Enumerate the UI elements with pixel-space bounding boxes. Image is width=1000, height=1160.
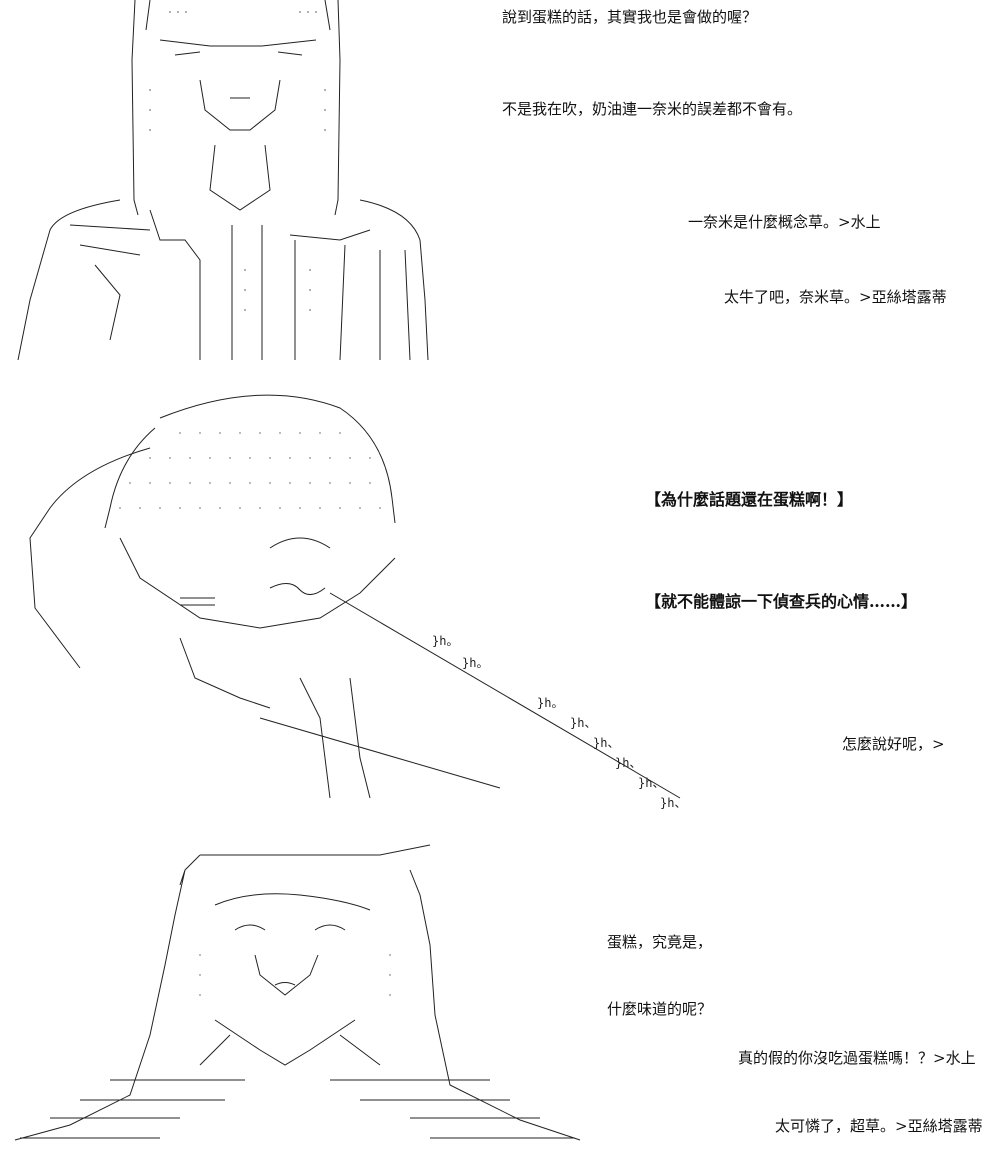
dialogue-line-5: 【為什麼話題還在蛋糕啊！】: [645, 490, 854, 509]
sfx-4: }h、: [570, 716, 597, 730]
dialogue-line-4: 太牛了吧，奈米草。>亞絲塔露蒂: [724, 288, 947, 306]
ascii-art-figure-2: [29, 394, 681, 799]
sfx-6: }h、: [615, 756, 642, 770]
panel-1: 說到蛋糕的話，其實我也是會做的喔？ 不是我在吹，奶油連一奈米的誤差都不會有。 一…: [0, 0, 1000, 370]
sfx-1: }h。: [432, 634, 459, 648]
dialogue-line-9: 什麼味道的呢？: [607, 1000, 713, 1018]
dialogue-line-10: 真的假的你沒吃過蛋糕嗎！？>水上: [738, 1049, 976, 1067]
dialogue-line-11: 太可憐了，超草。>亞絲塔露蒂: [775, 1117, 983, 1135]
sfx-5: }h、: [593, 736, 620, 750]
sfx-7: }h、: [638, 776, 665, 790]
dialogue-line-7: 怎麼說好呢，>: [842, 735, 945, 753]
sfx-3: }h。: [537, 696, 564, 710]
dialogue-line-3: 一奈米是什麼概念草。>水上: [688, 213, 881, 231]
sfx-8: }h、: [660, 796, 687, 810]
dialogue-line-8: 蛋糕，究竟是，: [607, 933, 713, 951]
ascii-art-figure-3: [14, 844, 581, 1141]
dialogue-line-2: 不是我在吹，奶油連一奈米的誤差都不會有。: [502, 100, 803, 118]
dialogue-line-6: 【就不能體諒一下偵查兵的心情……】: [645, 592, 918, 611]
panel-3: 蛋糕，究竟是， 什麼味道的呢？ 真的假的你沒吃過蛋糕嗎！？>水上 太可憐了，超草…: [0, 835, 1000, 1160]
dialogue-line-1: 說到蛋糕的話，其實我也是會做的喔？: [502, 8, 758, 26]
panel-2: }h。 }h。 }h。 }h、 }h、 }h、 }h、 }h、 【為什麼話題還在…: [0, 378, 1000, 818]
sfx-2: }h。: [462, 656, 489, 670]
ascii-art-figure-1: [17, 0, 429, 361]
